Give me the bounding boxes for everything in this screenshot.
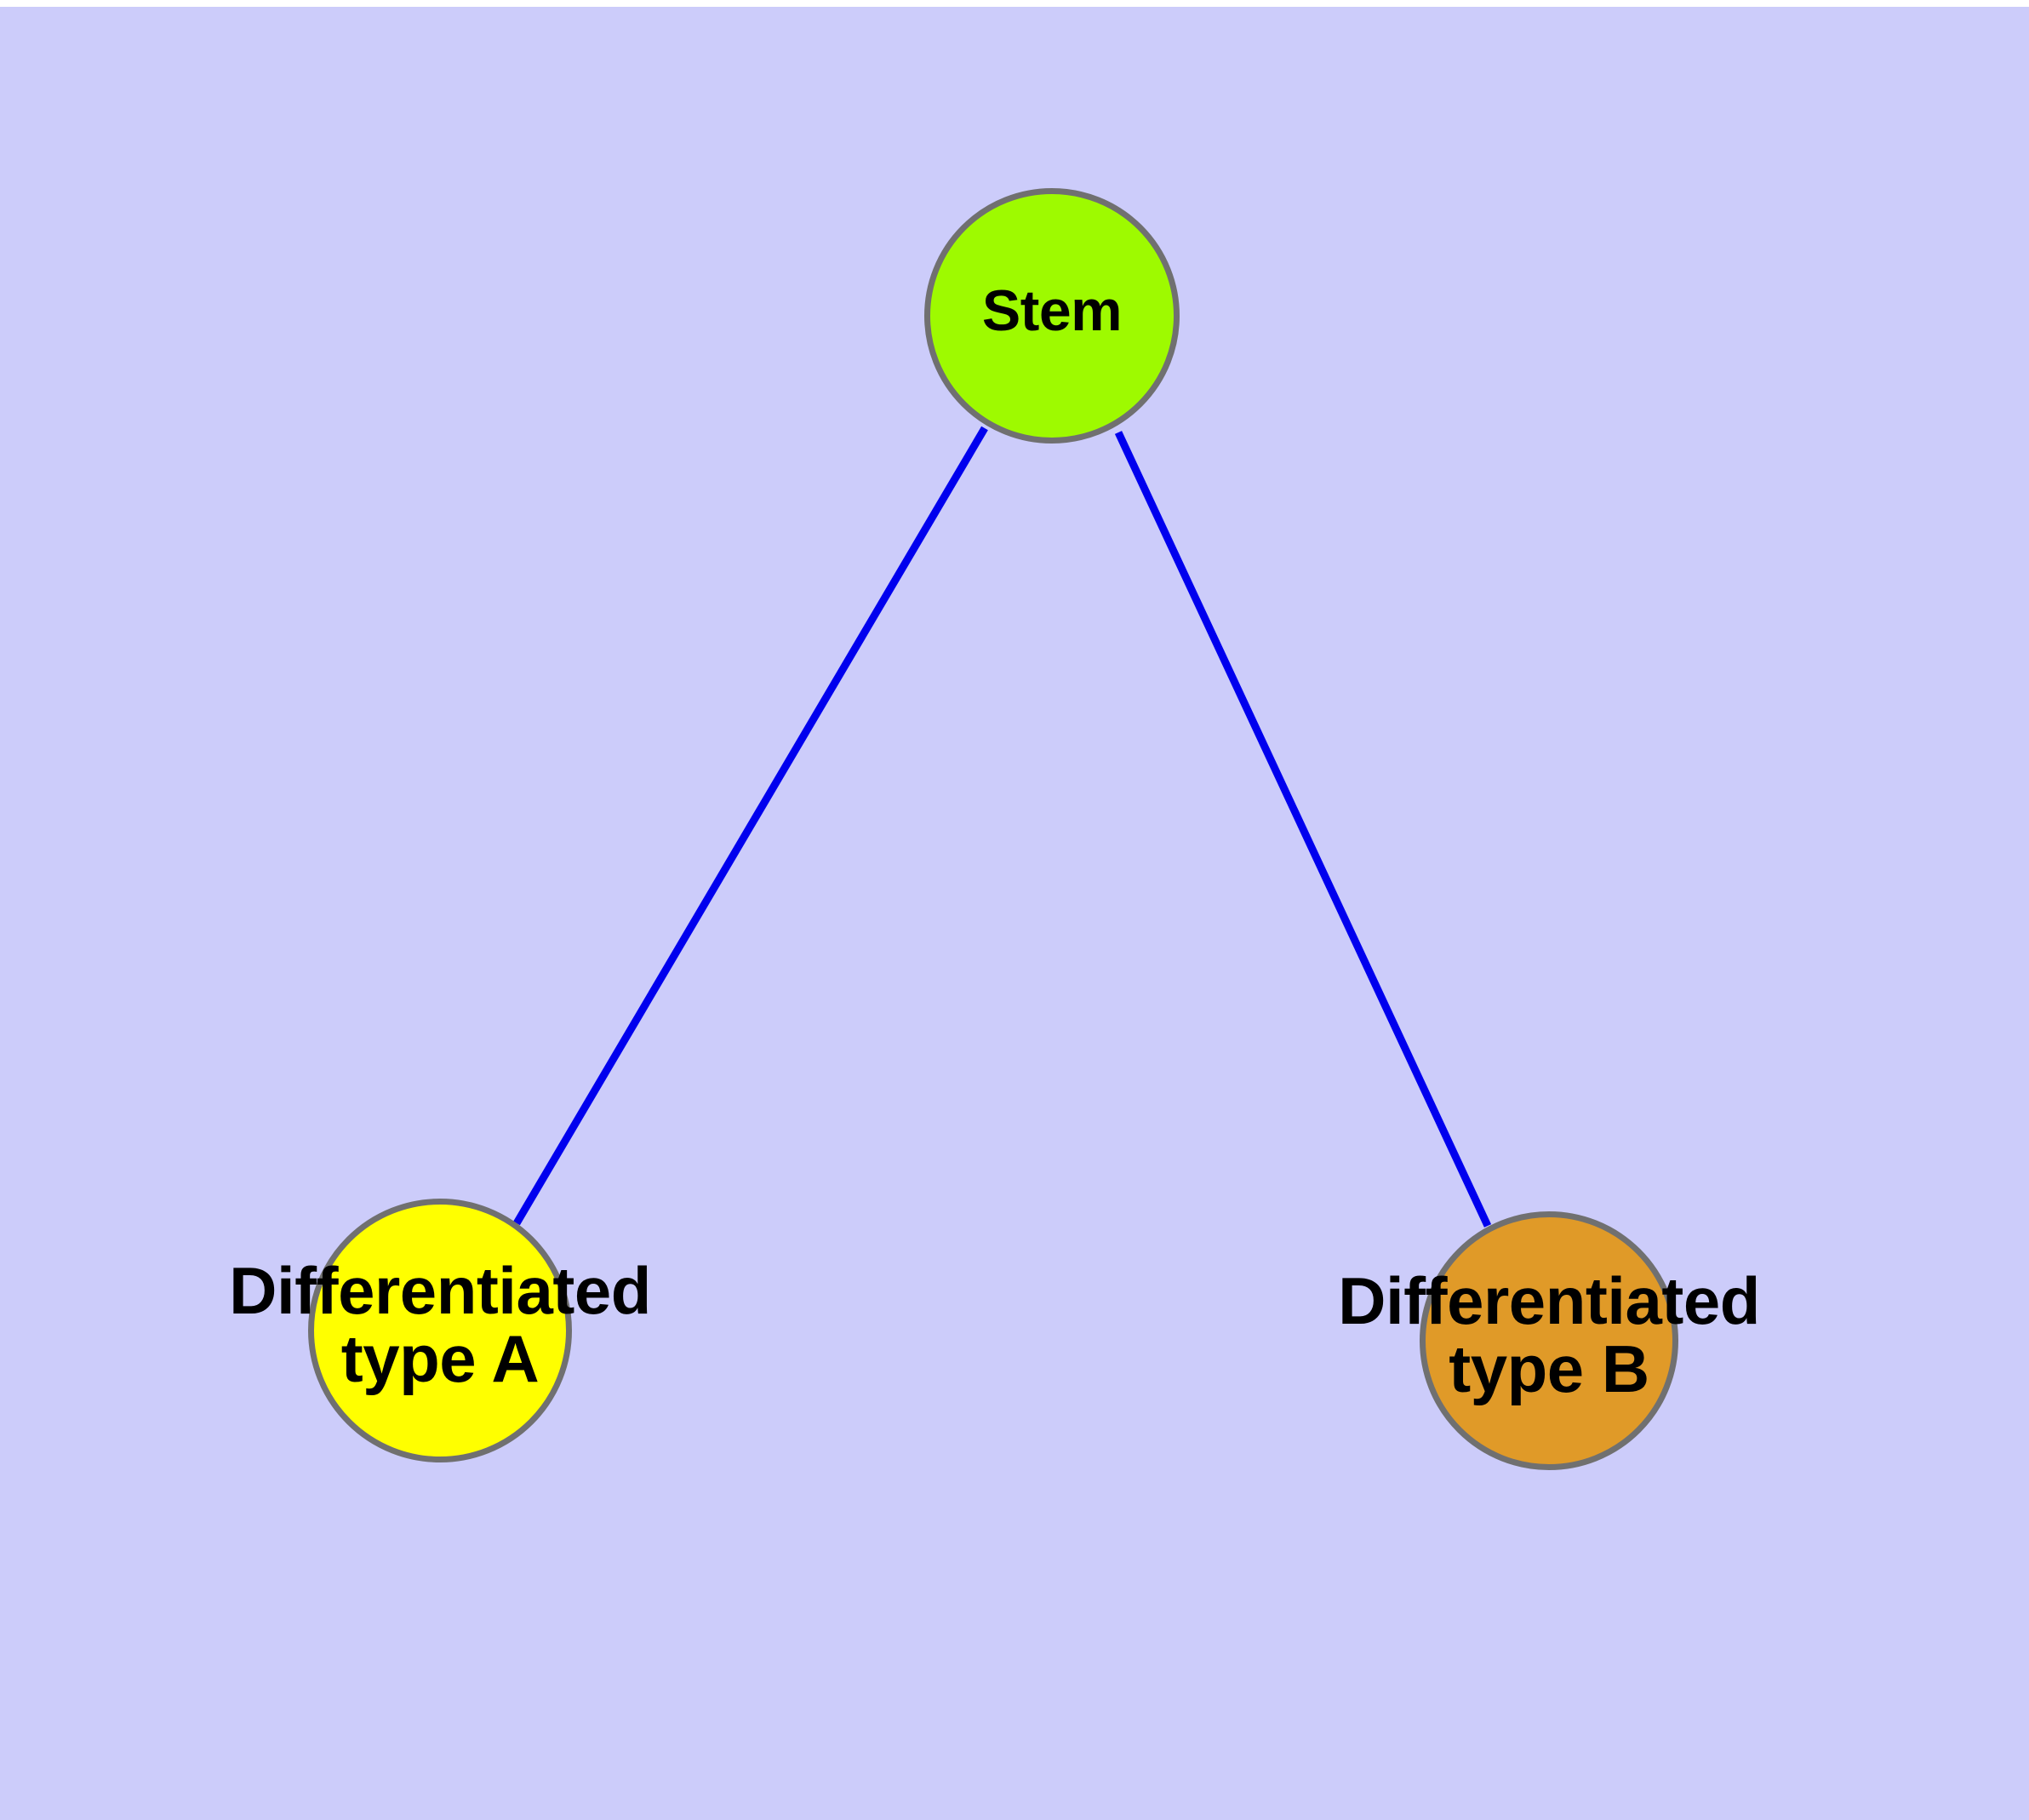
node-layer [308,188,1678,1470]
edge-stem-to-differentiated-type-b[interactable] [1114,431,1492,1228]
node-differentiated-type-b-circle[interactable] [1420,1211,1678,1470]
edge-layer [513,426,1492,1228]
edge-stem-to-differentiated-type-a[interactable] [513,426,988,1226]
node-differentiated-type-a-circle[interactable] [308,1199,572,1462]
node-stem-circle[interactable] [924,188,1180,444]
